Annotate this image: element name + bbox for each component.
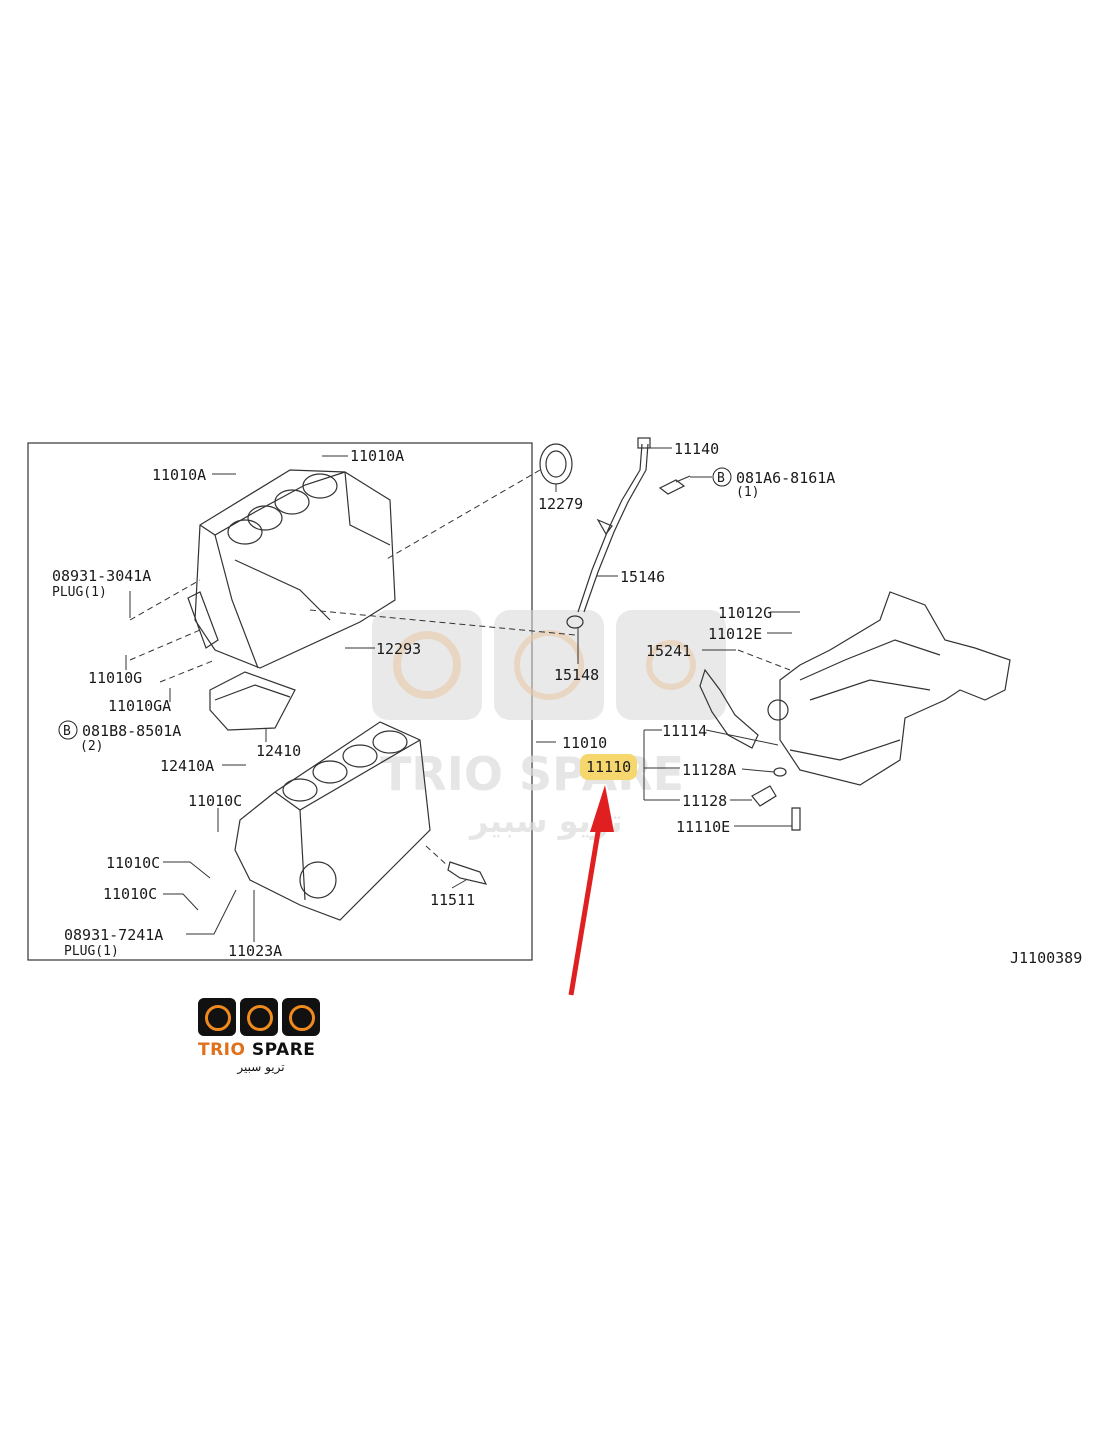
logo-name: TRIO SPARE [198,1040,324,1060]
callout-label: 11010C [106,854,160,872]
callout-label: 15241 [646,642,691,660]
callout-qty: (1) [736,485,759,500]
oil-pan-icon [767,591,1011,786]
gauge-icon [240,998,278,1036]
bolt-marker-left: B [63,724,71,739]
callout-label: 11140 [674,440,719,458]
callout-label: 11012E [708,625,762,643]
diagram-code: J1100389 [1010,949,1082,967]
callout-label: 11511 [430,891,475,909]
callout-label: 11012G [718,604,772,622]
bolt-icon [658,475,691,495]
callout-label: 12410 [256,742,301,760]
callout-label: 11128A [682,761,736,779]
callout-label: 11010GA [108,697,171,715]
oil-level-gauge-icon [566,437,651,629]
callout-qty: (2) [80,739,103,754]
callout-qty: PLUG(1) [52,585,107,600]
callout-label-highlighted: 11110 [586,758,631,776]
logo-brand-part1: TRIO [198,1040,246,1060]
callout-label: 11010A [152,466,206,484]
callout-label: 11110E [676,818,730,836]
bearing-cap-icon [209,671,296,731]
callout-label: 12410A [160,757,214,775]
bolt-marker-right: B [717,471,725,486]
logo-arabic: تريو سبير [237,1060,285,1074]
engine-icon [282,998,320,1036]
callout-label: 081B8-8501A [82,722,181,740]
callout-label: 15146 [620,568,665,586]
red-arrow-head [590,785,614,832]
rear-oil-seal-icon [539,443,573,485]
bolt-marker-circle [712,467,732,487]
bolt-marker-circle [58,720,78,740]
brand-logo: TRIO SPARE تريو سبير [198,998,324,1074]
callout-label: 11010C [103,885,157,903]
logo-icons [198,998,324,1036]
leader-lines [125,447,800,942]
callout-label: 11010G [88,669,142,687]
baffle-plate-icon [699,668,759,749]
drain-plug-icon [751,767,801,831]
red-arrow [568,819,603,996]
callout-label: 11128 [682,792,727,810]
callout-label: 08931-3041A [52,567,151,585]
callout-label: 08931-7241A [64,926,163,944]
callout-label: 081A6-8161A [736,469,835,487]
sensor-icon [447,861,488,885]
upper-cylinder-block-icon [187,469,396,669]
callout-label: 12293 [376,640,421,658]
highlight-box [580,754,637,780]
piston-icon [198,998,236,1036]
lower-cylinder-block-icon [234,721,431,921]
callout-label: 11114 [662,722,707,740]
callout-label: 11010 [562,734,607,752]
logo-brand-part2: SPARE [251,1040,316,1060]
callout-label: 11010C [188,792,242,810]
callout-label: 15148 [554,666,599,684]
callout-label: 11023A [228,942,282,960]
callout-label: 11010A [350,447,404,465]
callout-label: 12279 [538,495,583,513]
callout-qty: PLUG(1) [64,944,119,959]
